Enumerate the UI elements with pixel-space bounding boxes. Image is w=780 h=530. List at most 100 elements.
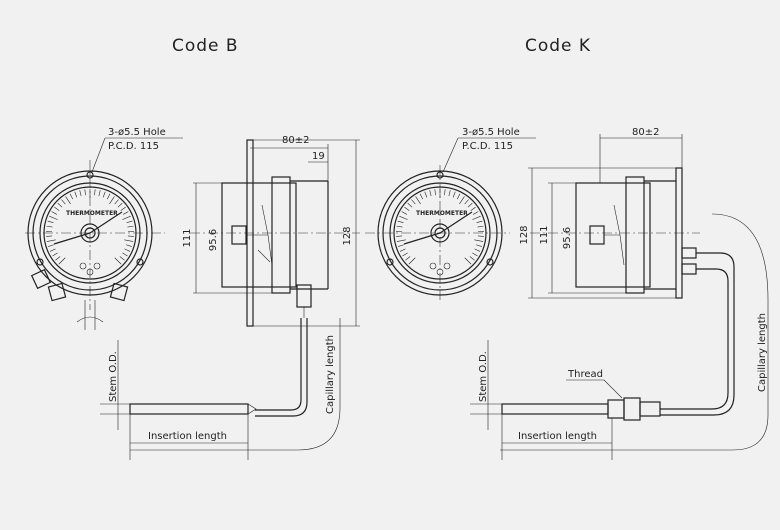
code-k-dim-outer: 111 (539, 225, 550, 244)
dial-tick (46, 239, 56, 242)
dial-tick (120, 206, 126, 211)
dial-tick (122, 215, 131, 220)
dial-tick (399, 215, 408, 220)
dial-tick (52, 252, 58, 257)
code-k-gauge-front: THERMOMETER (365, 165, 510, 300)
dial-tick (126, 220, 133, 223)
code-k-stem-label: Stem O.D. (478, 351, 489, 402)
dial-tick (102, 191, 106, 198)
code-k-dial-text: THERMOMETER (416, 210, 468, 217)
dial-tick (58, 257, 66, 265)
code-k-dim-depth: 80±2 (632, 127, 659, 138)
dial-tick (74, 191, 78, 198)
dial-tick (467, 202, 473, 208)
dial-tick (474, 248, 481, 252)
dial-tick (456, 193, 461, 200)
dial-tick (396, 225, 403, 228)
code-b-dim-back: 19 (312, 151, 325, 162)
dial-tick (477, 225, 484, 228)
dial-tick (69, 193, 74, 200)
code-b-dim-depth: 80±2 (282, 135, 309, 146)
dial-tick (411, 199, 416, 205)
dial-tick (472, 215, 481, 220)
dial-tick (419, 193, 424, 200)
dial-tick (399, 248, 406, 252)
dial-tick (408, 257, 416, 265)
code-k-view: Code K 3-ø5.5 Hole P.C.D. 115 THERMOMETE… (365, 36, 769, 460)
dial-tick (473, 211, 479, 215)
dial-tick (402, 252, 408, 257)
code-b-hole-label: 3-ø5.5 Hole (108, 127, 166, 138)
code-b-hole-callout: 3-ø5.5 Hole P.C.D. 115 (91, 127, 183, 173)
dial-tick (476, 244, 482, 247)
dial-tick (405, 256, 411, 261)
dial-tick (123, 211, 129, 215)
code-b-pcd-label: P.C.D. 115 (108, 141, 159, 152)
code-k-thread-label: Thread (567, 369, 603, 380)
code-b-dial-text: THERMOMETER (66, 210, 118, 217)
dial-tick (117, 202, 123, 208)
code-k-probe: Insertion length Stem O.D. Thread Capill… (470, 213, 769, 460)
code-b-title: Code B (172, 36, 239, 56)
dial-tick (476, 220, 483, 223)
code-k-hole-label: 3-ø5.5 Hole (462, 127, 520, 138)
code-b-capillary-label: Capillary length (325, 335, 336, 414)
dial-tick (448, 190, 451, 197)
dial-tick (464, 257, 472, 265)
dial-tick (122, 252, 128, 257)
dial-tick (397, 220, 404, 223)
code-b-dim-flange: 128 (342, 226, 353, 245)
dial-tick (470, 206, 476, 211)
dial-tick (94, 189, 96, 196)
dial-tick (106, 193, 111, 200)
dial-tick (57, 202, 63, 208)
dial-tick (469, 256, 475, 261)
dial-tick (47, 220, 54, 223)
dial-tick (65, 196, 71, 205)
code-k-dim-flange: 128 (519, 225, 530, 244)
dial-tick (124, 248, 131, 252)
dial-tick (396, 239, 406, 242)
dial-tick (459, 196, 465, 205)
code-b-dim-inner: 95.6 (208, 229, 219, 251)
dial-tick (434, 189, 436, 196)
dial-tick (398, 244, 404, 247)
code-k-insertion-label: Insertion length (518, 431, 597, 442)
code-b-dim-outer: 111 (182, 228, 193, 247)
dial-tick (51, 211, 57, 215)
dial-tick (407, 202, 413, 208)
dial-tick (127, 225, 134, 228)
code-k-dim-inner: 95.6 (562, 227, 573, 249)
code-k-pcd-label: P.C.D. 115 (462, 141, 513, 152)
dial-tick (424, 191, 428, 198)
dial-tick (61, 199, 66, 205)
dial-tick (79, 190, 82, 197)
dial-tick (404, 206, 410, 211)
code-b-probe: Insertion length Stem O.D. Capillary len… (100, 318, 341, 460)
dial-tick (452, 191, 456, 198)
dial-tick (444, 189, 446, 196)
code-k-title: Code K (525, 36, 591, 56)
code-k-hole-callout: 3-ø5.5 Hole P.C.D. 115 (442, 127, 536, 173)
dial-tick (429, 190, 432, 197)
code-b-gauge-front: THERMOMETER (25, 160, 165, 330)
dial-tick (84, 189, 86, 196)
code-b-stem-label: Stem O.D. (108, 351, 119, 402)
dial-tick (114, 257, 122, 265)
dial-tick (109, 196, 115, 205)
dial-tick (464, 199, 469, 205)
dial-tick (126, 244, 132, 247)
dial-tick (474, 239, 484, 242)
dial-tick (98, 190, 101, 197)
dial-tick (415, 196, 421, 205)
dial-tick (472, 252, 478, 257)
code-b-insertion-label: Insertion length (148, 431, 227, 442)
dial-tick (124, 239, 134, 242)
code-b-view: Code B 3-ø5.5 Hole P.C.D. 115 THERMOMETE… (25, 36, 360, 460)
dial-tick (49, 215, 58, 220)
dial-tick (55, 256, 61, 261)
dial-tick (119, 256, 125, 261)
dial-tick (49, 248, 56, 252)
dial-tick (114, 199, 119, 205)
